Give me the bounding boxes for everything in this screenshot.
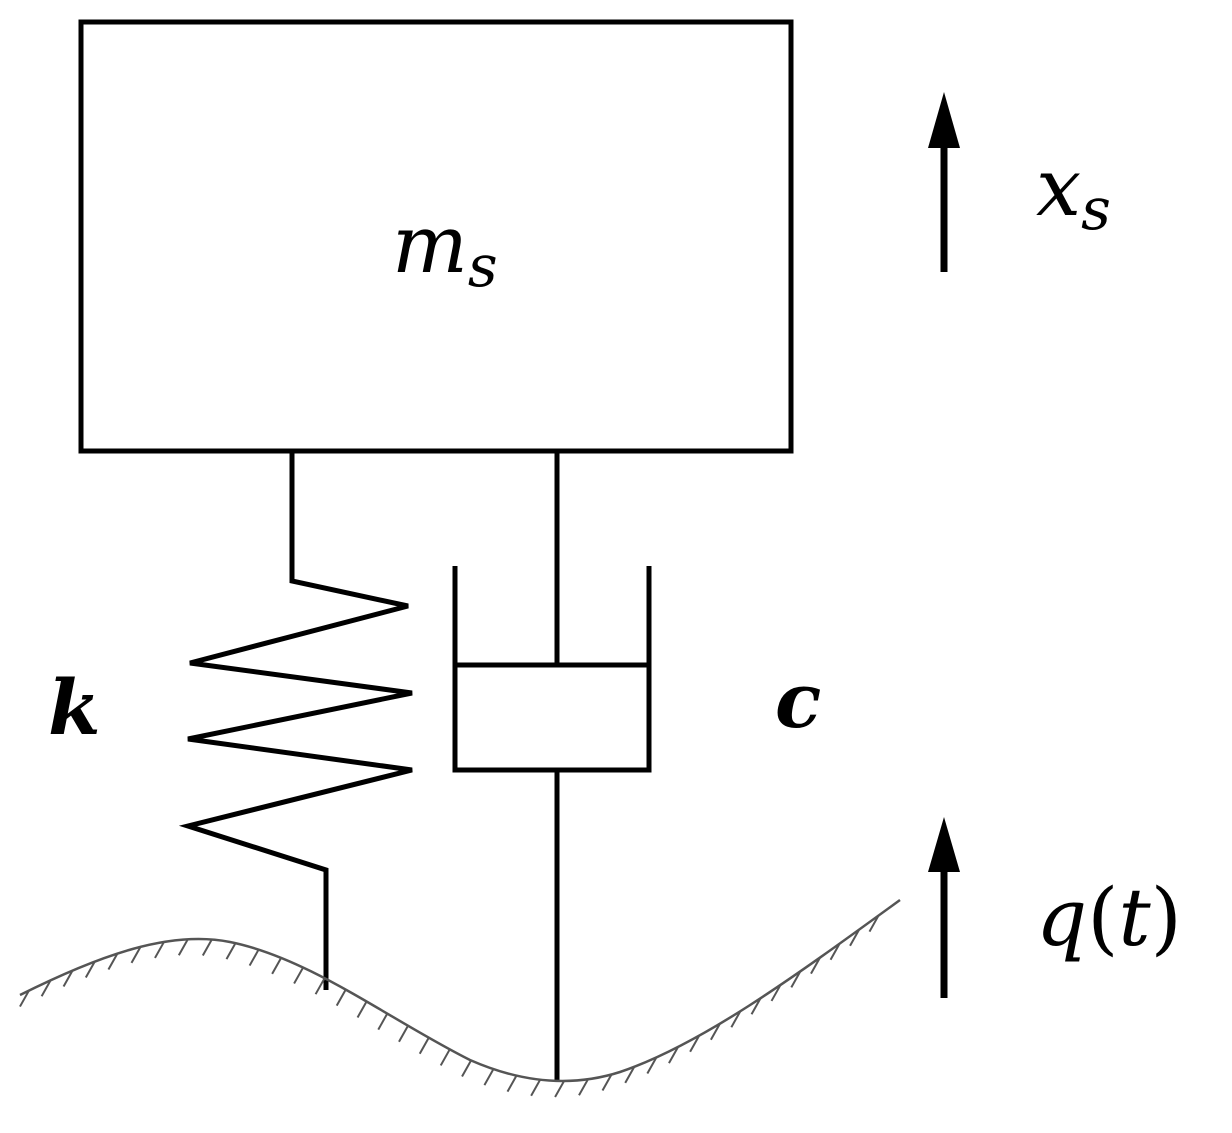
road-hatch-mark: [530, 1079, 541, 1097]
road-input-open-paren: (: [1087, 871, 1118, 964]
road-hatch-mark: [154, 941, 165, 959]
road-hatch-mark: [62, 970, 74, 987]
road-input-symbol: q: [1036, 871, 1087, 964]
road-hatch-mark: [624, 1066, 636, 1084]
road-hatch-mark: [770, 984, 782, 1002]
road-hatch-mark: [461, 1059, 472, 1077]
road-hatch-mark: [225, 942, 237, 960]
mass-subscript: s: [468, 232, 498, 300]
road-hatch-mark: [248, 949, 260, 967]
road-hatch-mark: [868, 915, 880, 933]
road-hatch-mark: [601, 1074, 613, 1091]
mass-label: ms: [392, 198, 498, 300]
road-hatch-mark: [506, 1075, 518, 1093]
road-surface: [19, 898, 901, 1098]
road-hatch-mark: [84, 961, 96, 979]
road-hatch-mark: [107, 953, 119, 971]
road-hatch-mark: [40, 979, 52, 997]
road-hatch-mark: [356, 1000, 368, 1018]
spring-label: k: [48, 663, 101, 752]
road-hatch-mark: [177, 938, 189, 956]
road-hatch-mark: [710, 1023, 721, 1041]
mass-symbol: m: [392, 198, 468, 291]
road-hatch-mark: [646, 1057, 658, 1075]
displacement-arrow-icon: [928, 92, 960, 272]
road-input-close-paren: ): [1151, 871, 1182, 964]
displacement-subscript: s: [1081, 175, 1111, 243]
road-hatch-mark: [19, 990, 30, 1008]
road-hatch-mark: [483, 1068, 495, 1086]
road-hatch-mark: [418, 1037, 430, 1055]
road-hatch-mark: [130, 946, 142, 964]
road-input-label: q(t): [1036, 871, 1182, 964]
road-hatch-mark: [201, 939, 213, 956]
road-hatch-mark: [689, 1035, 700, 1053]
road-input-argument: t: [1118, 871, 1151, 964]
road-hatch-mark: [335, 989, 347, 1007]
road-hatch-mark: [293, 967, 304, 984]
road-hatch-mark: [849, 929, 860, 947]
road-hatch-mark: [810, 957, 821, 975]
road-hatch-mark: [578, 1078, 589, 1096]
road-hatching: [19, 915, 880, 1098]
road-hatch-mark: [398, 1025, 409, 1043]
road-input-arrow-icon: [928, 817, 960, 998]
road-hatch-mark: [271, 957, 283, 975]
road-hatch-mark: [668, 1046, 679, 1064]
damper-label: c: [775, 656, 821, 745]
road-hatch-mark: [377, 1013, 389, 1031]
road-hatch-mark: [730, 1010, 742, 1028]
sprung-mass-block: [78, 19, 794, 454]
road-hatch-mark: [314, 977, 326, 995]
displacement-label: xs: [1036, 141, 1111, 243]
road-hatch-mark: [439, 1048, 451, 1066]
spring-icon: [178, 453, 413, 990]
displacement-symbol: x: [1036, 141, 1081, 234]
road-hatch-mark: [829, 943, 841, 961]
road-hatch-mark: [750, 997, 762, 1015]
road-hatch-mark: [790, 970, 802, 988]
road-hatch-mark: [554, 1080, 565, 1098]
road-profile-line: [19, 898, 901, 1083]
damper-icon: [452, 453, 652, 1082]
